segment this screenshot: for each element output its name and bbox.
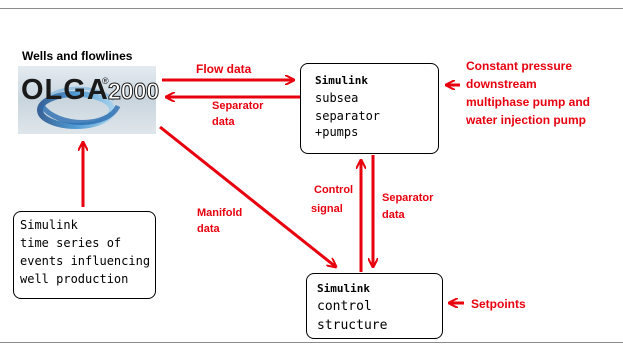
olga-2000-logo: OLGA ® 2000 [18,66,160,134]
time-series-line-4: well production [20,272,129,286]
manifold-data-label-1: Manifold [197,207,243,219]
separator-data-label-1: Separator [212,100,264,112]
flow-data-label: Flow data [196,62,252,76]
time-series-line-1: Simulink [20,218,78,232]
separator-data-label-2: data [212,116,235,128]
control-signal-label-2: signal [311,203,343,215]
constant-pressure-label-2: downstream [466,77,537,91]
olga-version-2000: 2000 [107,78,160,105]
separator-data-right-label-1: Separator [382,192,434,204]
constant-pressure-label-4: water injection pump [466,113,587,127]
control-signal-label-1: Control [314,184,354,196]
manifold-data-arrow [159,125,336,267]
setpoints-label: Setpoints [471,297,526,311]
manifold-data-label-2: data [197,223,220,235]
olga-wordmark: OLGA [21,74,109,106]
simulink-separator-box: Simulink subsea separator +pumps [300,63,439,154]
top-divider [0,8,623,9]
bottom-divider [0,342,623,343]
wells-flowlines-title: Wells and flowlines [22,49,133,63]
separator-data-right-label-2: data [382,209,405,221]
olga-logo-graphic [18,66,156,134]
separator-box-line-3: separator [315,109,381,123]
time-series-line-2: time series of [20,236,122,250]
separator-box-line-1: Simulink [315,74,368,87]
time-series-line-3: events influencing [20,254,151,268]
constant-pressure-label-3: multiphase pump and [466,95,591,109]
simulink-time-series-box: Simulink time series of events influenci… [13,211,156,299]
olga-registered-mark: ® [102,76,109,86]
control-box-line-3: structure [317,318,388,333]
separator-box-line-4: +pumps [315,125,359,139]
constant-pressure-label-1: Constant pressure [466,59,573,73]
simulink-control-box: Simulink control structure [306,273,443,339]
separator-box-line-2: subsea [315,91,359,105]
control-box-line-2: control [317,299,372,314]
control-box-line-1: Simulink [317,282,370,295]
